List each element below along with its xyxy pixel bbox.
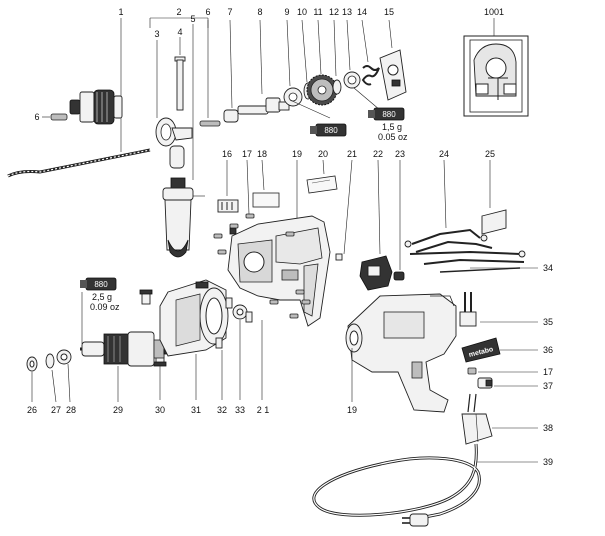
grease-code-a: 880 [324,126,338,135]
callout-3: 3 [154,29,159,39]
part-28-bearing [56,349,72,403]
callout-23: 23 [395,149,405,159]
callout-39: 39 [543,457,553,467]
part-1-rod [7,18,151,178]
callout-19-lower: 19 [347,405,357,415]
part-23-capacitor [393,160,405,281]
part-26-washer [26,356,38,402]
callout-33: 33 [235,405,245,415]
drill-body-19 [345,293,457,413]
part-31-stator [159,279,229,400]
callout-12: 12 [329,7,339,17]
callout-21-upper: 21 [347,149,357,159]
grease-tube-left: 880 2,5 g 0.09 oz [80,277,120,344]
callout-4: 4 [177,27,182,37]
grease-amount-left: 2,5 g [92,292,112,302]
part-38-cable-protector [461,393,538,445]
part-6-chuck-screw [42,113,68,121]
part-4-depth-rod [174,37,186,111]
part-13-ring [343,19,361,89]
callout-36: 36 [543,345,553,355]
part-20-label [306,159,338,194]
callout-28: 28 [66,405,76,415]
part-17-screw-lower [467,367,538,375]
callout-8: 8 [257,7,262,17]
part-33-bearing [225,297,248,400]
callout-25: 25 [485,149,495,159]
part-3-handle-clamp [155,40,193,169]
callout-6-top: 6 [205,7,210,17]
callout-26: 26 [27,405,37,415]
callout-13: 13 [342,7,352,17]
part-16-brush-holder [217,160,239,213]
drill-chuck [69,89,123,125]
grease-amount-oz-left: 0.09 oz [90,302,120,312]
callout-17-upper: 17 [242,149,252,159]
part-27-washer [45,353,57,403]
part-12-washer [332,19,342,95]
part-7-bushing [223,19,239,123]
callout-17-lower: 17 [543,367,553,377]
callout-24: 24 [439,149,449,159]
part-21-pin-lower [245,311,263,400]
grease-tube-top: 880 880 1,5 g 0.05 oz [289,87,408,142]
callout-16: 16 [222,149,232,159]
part-35-brush [459,292,538,327]
callout-2: 2 [176,7,181,17]
part-8-spindle [237,19,290,115]
callout-14: 14 [357,7,367,17]
callout-27: 27 [51,405,61,415]
part-22-switch [359,159,393,291]
part-14-spring [361,19,380,86]
callout-30: 30 [155,405,165,415]
callout-10: 10 [297,7,307,17]
callout-32: 32 [217,405,227,415]
callout-29: 29 [113,405,123,415]
inset-1001 [463,18,529,117]
callout-7: 7 [227,7,232,17]
part-6-pin [199,20,221,127]
part-29-armature [80,331,173,402]
callout-15: 15 [384,7,394,17]
callout-34: 34 [543,263,553,273]
housing-screws [213,223,311,319]
callout-1: 1 [118,7,123,17]
part-36-nameplate: metabo [461,337,538,363]
part-11-gear [306,19,338,106]
part-25-block [481,160,507,235]
part-34-lead [439,267,538,273]
part-39-power-cord [312,443,538,527]
part-32-pin [215,337,223,400]
part-24-wires [404,159,526,265]
callout-6-left: 6 [34,112,39,122]
callout-18: 18 [257,149,267,159]
part-37-cable-clamp [477,377,538,389]
callout-19-upper: 19 [292,149,302,159]
part-15-gear-housing [379,19,407,101]
part-5-side-handle [162,24,205,258]
callout-1001: 1001 [484,7,504,17]
callout-labels: 1 2 3 4 5 6 6 7 8 9 10 11 12 13 14 15 10… [27,7,553,467]
part-18-label [252,159,280,208]
part-9-bearing [283,19,303,107]
callout-37: 37 [543,381,553,391]
grease-code-b: 880 [382,110,396,119]
part-19-housing [227,160,331,327]
part-21-small-pin [335,159,353,261]
callout-35: 35 [543,317,553,327]
callout-9: 9 [284,7,289,17]
callout-5: 5 [190,14,195,24]
grease-code-left: 880 [94,280,108,289]
grease-amount-top: 1,5 g [382,122,402,132]
grease-amount-oz-top: 0.05 oz [378,132,408,142]
callout-21-lower: 2 1 [257,405,270,415]
part-17-screw [245,159,255,219]
callout-38: 38 [543,423,553,433]
callout-22: 22 [373,149,383,159]
callout-11: 11 [313,7,322,17]
callout-31: 31 [191,405,201,415]
callout-20: 20 [318,149,328,159]
